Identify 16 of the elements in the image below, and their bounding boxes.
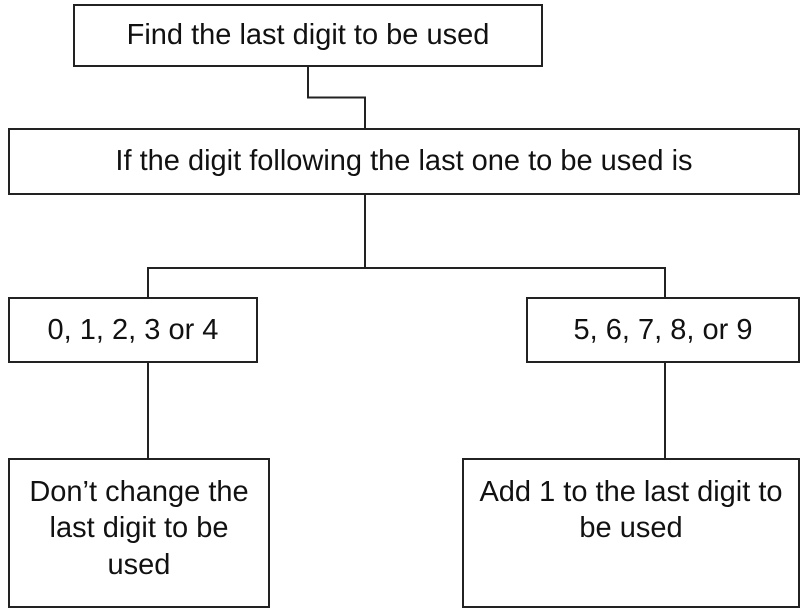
connector-line bbox=[664, 363, 666, 458]
box-text: 5, 6, 7, 8, or 9 bbox=[574, 312, 752, 348]
connector-line bbox=[307, 67, 366, 128]
process-box bbox=[526, 297, 800, 363]
box-text: If the digit following the last one to be used is bbox=[115, 144, 693, 180]
process-box bbox=[8, 458, 270, 608]
connector-line bbox=[364, 195, 666, 297]
process-box bbox=[8, 297, 258, 363]
process-box bbox=[8, 128, 800, 195]
process-box bbox=[73, 4, 543, 67]
connector-line bbox=[147, 363, 149, 458]
box-text: Don’t change the last digit to be used bbox=[28, 475, 250, 582]
process-box bbox=[462, 458, 800, 608]
box-text: 0, 1, 2, 3 or 4 bbox=[48, 312, 218, 348]
box-text: Add 1 to the last digit to be used bbox=[478, 475, 784, 546]
box-text: Find the last digit to be used bbox=[126, 18, 490, 54]
